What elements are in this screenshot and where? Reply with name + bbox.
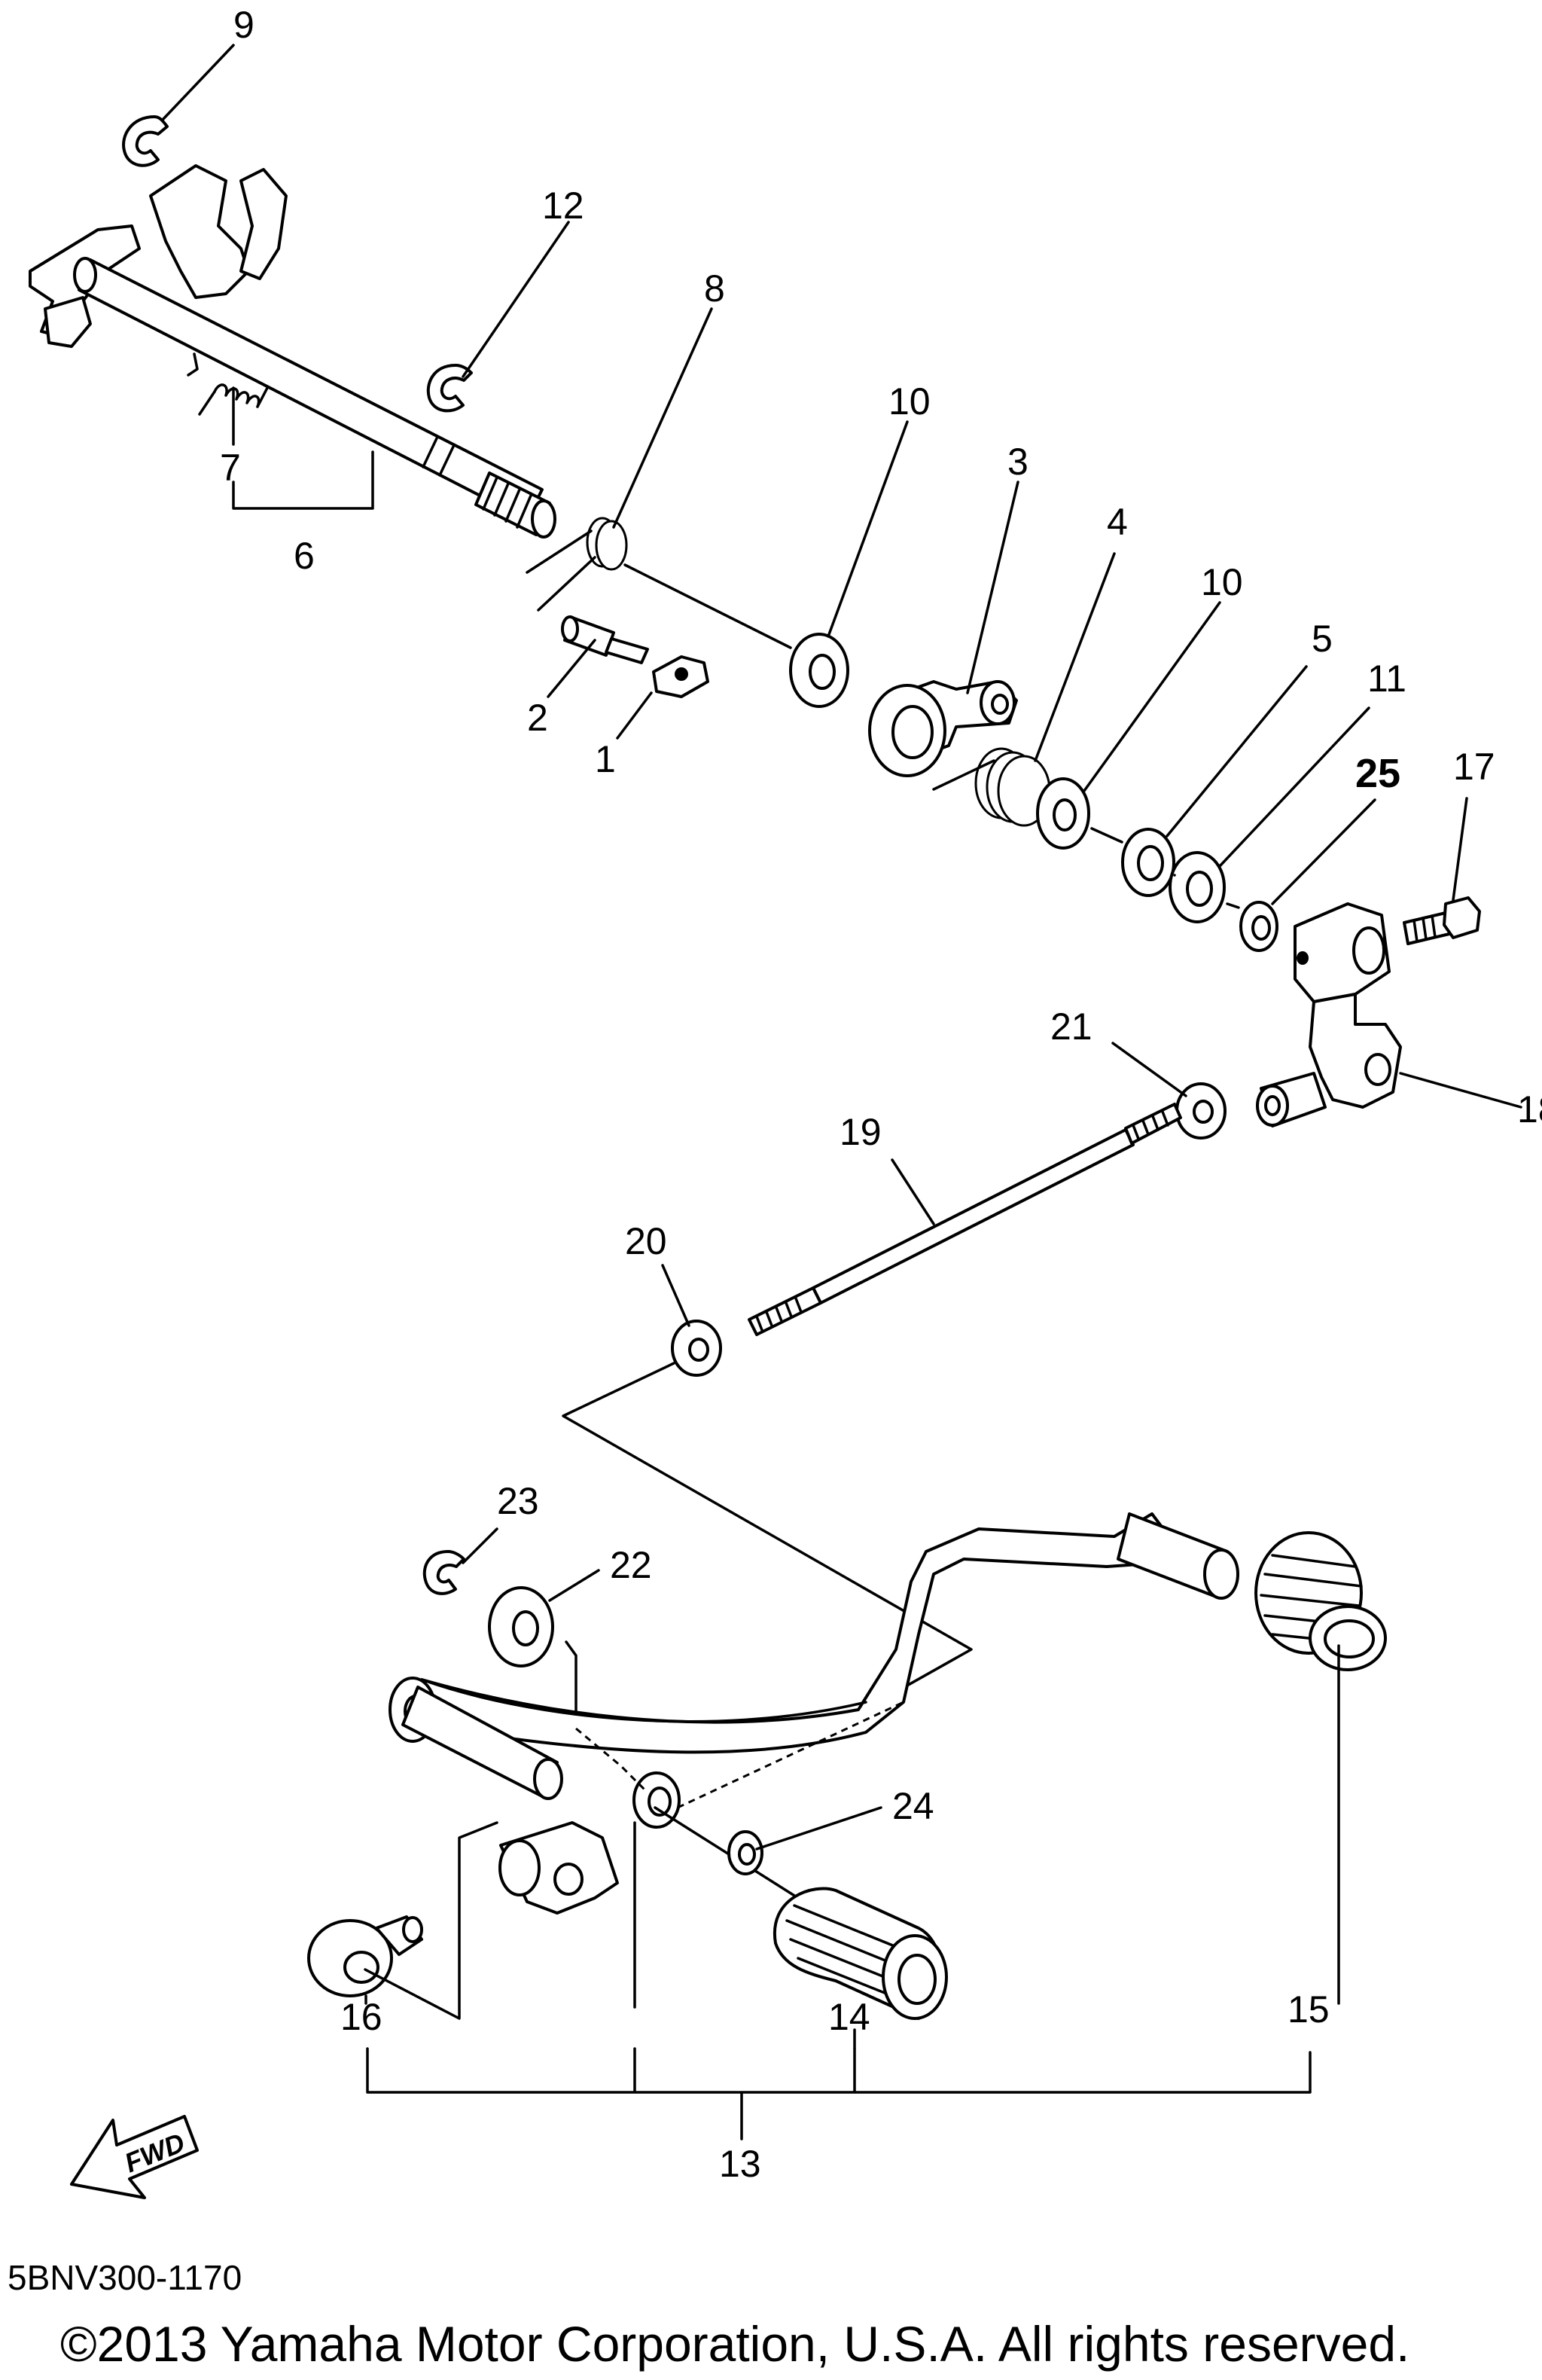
callouts: 9 12 8 10 3 4 10 5 11 25 17 18 21 19 20 … (220, 4, 1542, 2185)
copyright-notice: ©2013 Yamaha Motor Corporation, U.S.A. A… (60, 2316, 1409, 2372)
assembly-line-lower (562, 1362, 973, 1719)
shift-rod-19 (748, 1103, 1182, 1336)
circlip-9 (122, 115, 169, 167)
callout-4: 4 (1107, 501, 1128, 543)
callout-8: 8 (704, 267, 725, 310)
callout-22: 22 (610, 1544, 652, 1586)
callout-7: 7 (220, 447, 241, 489)
torsion-spring-8 (526, 517, 628, 612)
rod-end-16 (307, 1915, 423, 1997)
callout-25: 25 (1355, 751, 1400, 796)
nut-21 (1175, 1082, 1227, 1140)
callout-12: 12 (542, 185, 584, 227)
pedal-rubber-15 (1254, 1531, 1387, 1671)
callout-24: 24 (892, 1785, 934, 1827)
circlip-24 (727, 1830, 763, 1875)
callout-14: 14 (828, 1996, 870, 2038)
callout-18: 18 (1517, 1088, 1542, 1130)
assembly-line-upper (623, 563, 792, 649)
assembly-line-mid (1090, 827, 1240, 909)
washer-22-guide (565, 1640, 577, 1726)
callout-1: 1 (595, 738, 616, 780)
callout-17: 17 (1453, 746, 1495, 788)
bolt-2 (561, 615, 649, 664)
callout-15: 15 (1288, 1988, 1330, 2031)
shift-arm-18 (1256, 902, 1402, 1127)
callout-5: 5 (1312, 618, 1333, 660)
callout-3: 3 (1007, 441, 1029, 483)
callout-10-right: 10 (1201, 561, 1243, 603)
part16-bracket (364, 1821, 498, 2020)
callout-20: 20 (625, 1220, 667, 1262)
callout-13: 13 (719, 2143, 761, 2185)
bracket-13 (366, 2047, 1312, 2140)
callout-10-left: 10 (888, 380, 931, 423)
callout-11: 11 (1367, 658, 1406, 700)
nut-20 (671, 1320, 722, 1377)
callout-2: 2 (527, 697, 548, 739)
callout-16: 16 (340, 1996, 382, 2038)
shift-shaft-assembly (29, 164, 556, 539)
collar-5 (1121, 828, 1175, 897)
circlip-25 (1239, 901, 1278, 952)
torsion-spring-4 (932, 747, 1051, 827)
washer-22 (488, 1586, 554, 1668)
fwd-arrow-icon: FWD (70, 2115, 199, 2199)
shift-pedal-13 (389, 1512, 1239, 1915)
washer-10-left (789, 633, 849, 708)
shift-lever-3 (868, 680, 1018, 777)
stopper-plate-1 (652, 655, 709, 698)
washer-11 (1169, 851, 1226, 923)
circlip-23 (422, 1550, 465, 1595)
footrest-rubber-14 (773, 1887, 948, 2020)
pedal-hidden-lines (575, 1701, 904, 1809)
callout-9: 9 (233, 4, 254, 46)
callout-23: 23 (497, 1480, 539, 1522)
leader-lines (160, 44, 1522, 2050)
callout-6: 6 (294, 535, 315, 577)
bracket-6 (232, 450, 374, 510)
callout-19: 19 (840, 1111, 882, 1153)
diagram-code: 5BNV300-1170 (8, 2258, 242, 2297)
circlip-12 (426, 364, 473, 413)
bolt-17 (1403, 896, 1481, 945)
callout-21: 21 (1050, 1005, 1093, 1048)
washer-10-right (1036, 777, 1090, 850)
